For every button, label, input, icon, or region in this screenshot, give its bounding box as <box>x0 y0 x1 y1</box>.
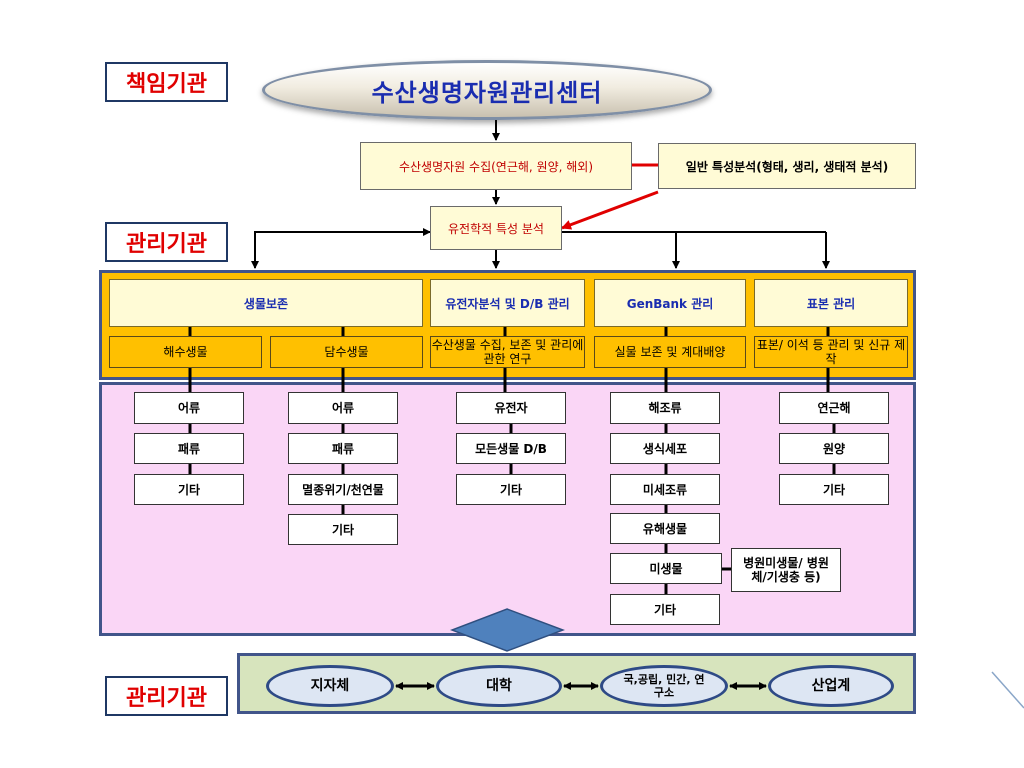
col2-item-other: 기타 <box>288 514 398 545</box>
col5-item-coastal: 연근해 <box>779 392 889 424</box>
col4-item-germ-cells: 생식세포 <box>610 433 720 464</box>
sub-specimen: 표본/ 이석 등 관리 및 신규 제작 <box>754 336 908 368</box>
diamond-connector <box>450 608 565 652</box>
sub-research: 수산생물 수집, 보존 및 관리에 관한 연구 <box>430 336 585 368</box>
partner-industry: 산업계 <box>768 665 894 707</box>
col3-item-other: 기타 <box>456 474 566 505</box>
col4-item-microalgae: 미세조류 <box>610 474 720 505</box>
sub-marine-organisms: 해수생물 <box>109 336 262 368</box>
sub-freshwater-organisms: 담수생물 <box>270 336 423 368</box>
partner-university: 대학 <box>436 665 562 707</box>
col2-item-fish: 어류 <box>288 392 398 424</box>
microbe-note: 병원미생물/ 병원체/기생충 등) <box>731 548 841 592</box>
col4-item-seaweed: 해조류 <box>610 392 720 424</box>
branch-left <box>251 231 430 269</box>
label-responsible: 책임기관 <box>105 62 228 102</box>
label-management-bottom: 관리기관 <box>105 676 228 716</box>
genetic-analysis-box: 유전학적 특성 분석 <box>430 206 562 250</box>
col1-item-other: 기타 <box>134 474 244 505</box>
col2-item-endangered: 멸종위기/천연물 <box>288 474 398 505</box>
sub-culture: 실물 보존 및 계대배양 <box>594 336 746 368</box>
category-header-bio-preservation: 생물보존 <box>109 279 423 327</box>
title-oval: 수산생명자원관리센터 <box>262 60 712 120</box>
partner-research-institutes: 국,공립, 민간, 연구소 <box>600 665 728 707</box>
col1-item-shellfish: 패류 <box>134 433 244 464</box>
col5-item-deep-sea: 원양 <box>779 433 889 464</box>
red-arrow-general-to-genetic <box>561 190 659 230</box>
category-header-specimen: 표본 관리 <box>754 279 908 327</box>
decorative-corner-line <box>991 671 1024 709</box>
col3-item-all-db: 모든생물 D/B <box>456 433 566 464</box>
label-management-top: 관리기관 <box>105 222 228 262</box>
col4-item-harmful: 유해생물 <box>610 513 720 544</box>
category-header-gene-db: 유전자분석 및 D/B 관리 <box>430 279 585 327</box>
category-header-genbank: GenBank 관리 <box>594 279 746 327</box>
col3-item-gene: 유전자 <box>456 392 566 424</box>
general-analysis-box: 일반 특성분석(형태, 생리, 생태적 분석) <box>658 143 916 189</box>
partner-local-government: 지자체 <box>266 665 394 707</box>
resource-items-panel <box>99 382 916 636</box>
col1-item-fish: 어류 <box>134 392 244 424</box>
col4-item-other: 기타 <box>610 594 720 625</box>
collection-box: 수산생명자원 수집(연근해, 원양, 해외) <box>360 142 632 190</box>
col2-item-shellfish: 패류 <box>288 433 398 464</box>
col4-item-microbe: 미생물 <box>610 553 722 584</box>
col5-item-other: 기타 <box>779 474 889 505</box>
